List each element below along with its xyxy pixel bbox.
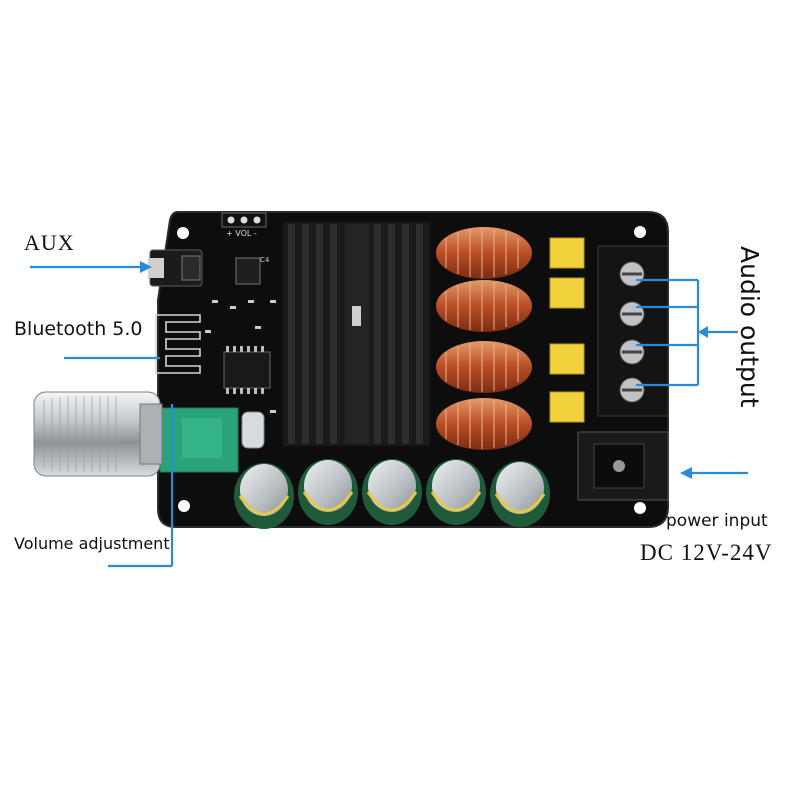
volume-adjustment-label: Volume adjustment xyxy=(14,534,170,553)
crystal xyxy=(241,411,265,449)
heatsink-fins xyxy=(288,224,423,444)
bluetooth-antenna xyxy=(155,314,201,374)
control-chip xyxy=(223,351,271,389)
audio-output-label: Audio output xyxy=(735,246,764,408)
power-input-label: power input xyxy=(666,511,768,531)
regulator-chip xyxy=(235,257,261,285)
inductor-coils xyxy=(436,227,532,450)
aux-label: AUX xyxy=(24,230,75,255)
mounting-hole-icon xyxy=(634,226,646,238)
mounting-hole-icon xyxy=(177,227,189,239)
mounting-hole-icon xyxy=(178,500,190,512)
dc-voltage-label: DC 12V-24V xyxy=(640,540,773,565)
electrolytic-capacitors xyxy=(234,459,550,529)
film-capacitors xyxy=(549,237,585,423)
mounting-hole-icon xyxy=(634,502,646,514)
callout-lines xyxy=(30,261,748,568)
bluetooth-label: Bluetooth 5.0 xyxy=(14,318,143,340)
svg-text:C4: C4 xyxy=(260,256,270,264)
vol-header-text: + VOL - xyxy=(226,229,257,238)
